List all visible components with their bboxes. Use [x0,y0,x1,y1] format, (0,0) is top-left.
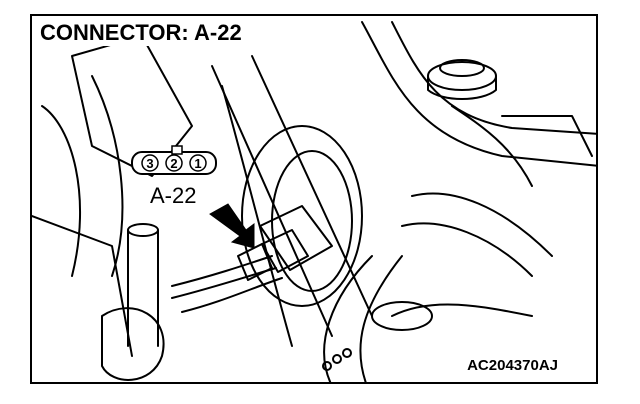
pin-label: 1 [194,156,201,171]
pin-label: 3 [146,156,153,171]
connector-pin-diagram: 3 2 1 [131,145,217,175]
arrow-icon [209,203,255,249]
pin-label: 2 [170,156,177,171]
connector-callout-label: A-22 [148,183,199,208]
figure-code: AC204370AJ [465,357,560,374]
page-title: CONNECTOR: A-22 [38,20,246,46]
diagram-frame: 3 2 1 CONNECTOR: A-22 A-22 AC204370AJ [30,14,598,384]
engine-bay-illustration: 3 2 1 [32,21,596,382]
